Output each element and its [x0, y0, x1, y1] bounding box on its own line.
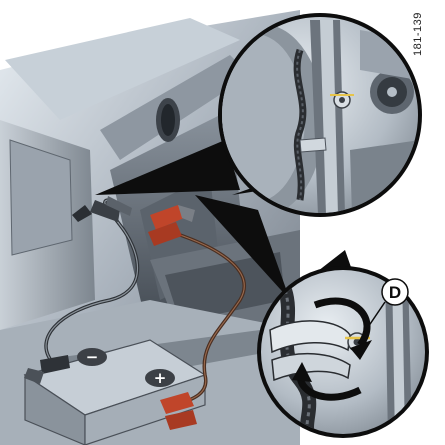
- callout-letter-d: D: [389, 283, 401, 302]
- battery-negative-label: −: [86, 348, 99, 366]
- battery-negative-icon: −: [77, 348, 107, 366]
- battery-positive-icon: +: [145, 369, 175, 387]
- battery-positive-label: +: [154, 369, 167, 387]
- figure-id-label: 181-139: [412, 4, 442, 64]
